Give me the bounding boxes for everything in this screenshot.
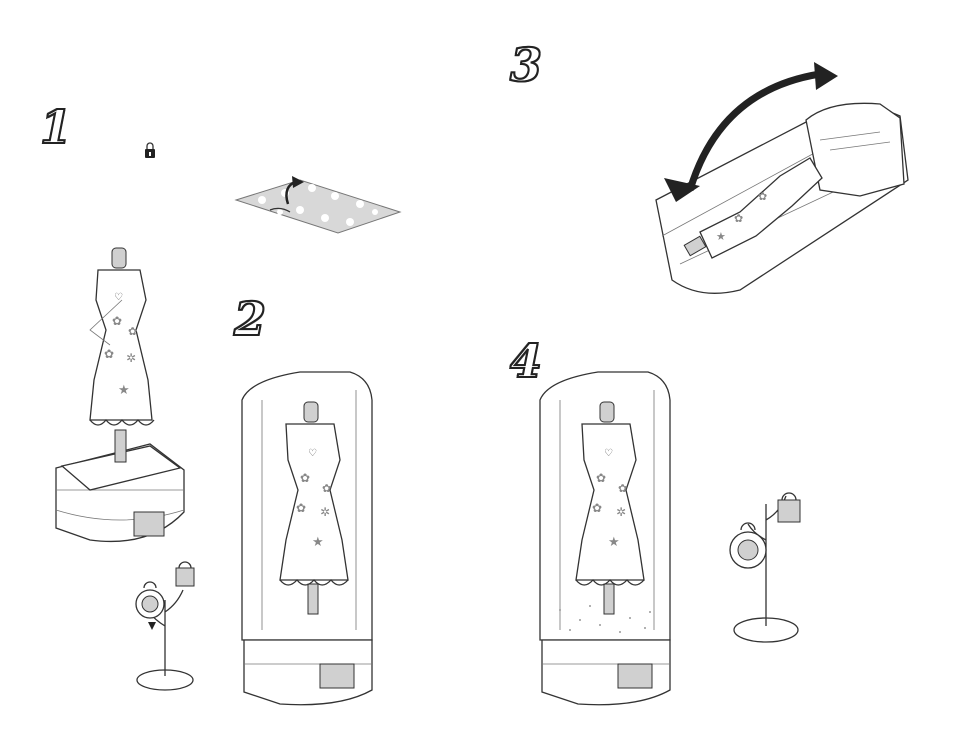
accessory-stand-step4 <box>0 0 954 737</box>
instruction-sheet: 1 2 3 4 <box>0 0 954 737</box>
